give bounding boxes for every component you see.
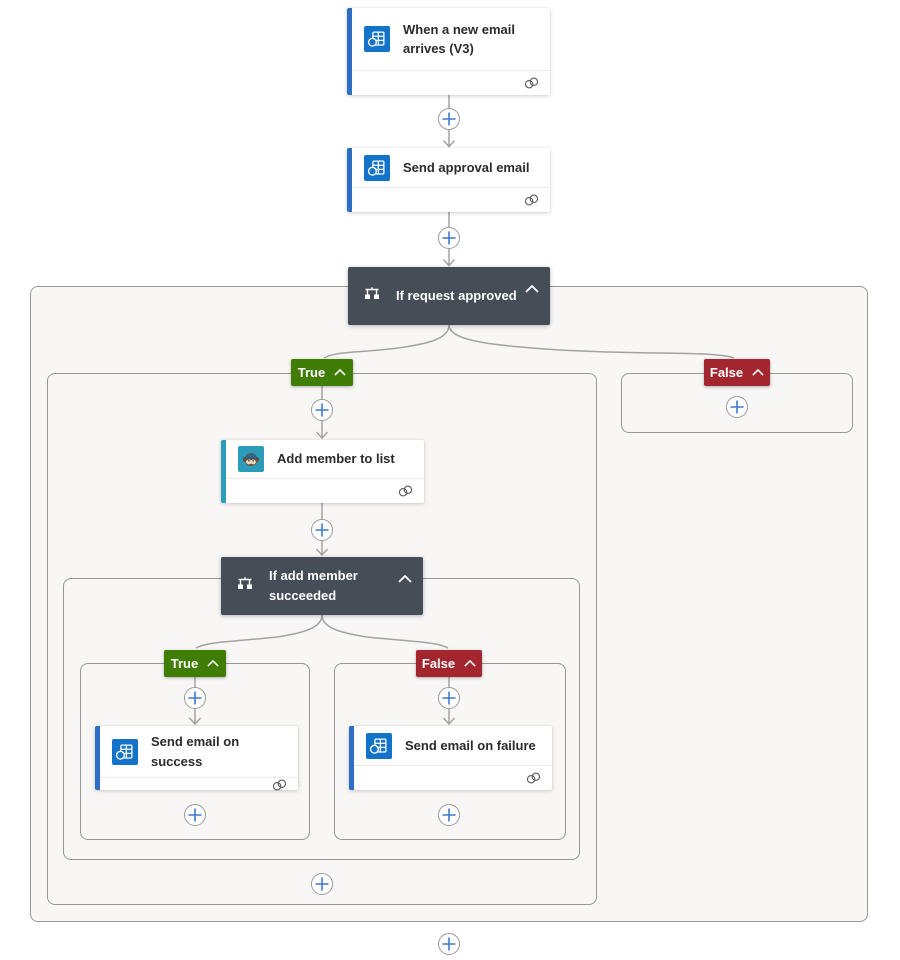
- badge-label: True: [297, 365, 326, 380]
- true-branch-badge-outer[interactable]: True: [291, 359, 353, 386]
- false-branch-badge-inner[interactable]: False: [416, 650, 482, 677]
- add-step-button[interactable]: [311, 399, 333, 421]
- badge-label: False: [421, 656, 456, 671]
- card-footer: [100, 777, 298, 792]
- badge-label: True: [170, 656, 199, 671]
- plus-icon: [311, 399, 333, 421]
- condition-icon: [235, 574, 255, 599]
- condition-card-if-add-member-succeeded[interactable]: If add member succeeded: [221, 557, 423, 615]
- add-step-button[interactable]: [184, 687, 206, 709]
- plus-icon: [726, 396, 748, 418]
- mailchimp-icon: [238, 446, 264, 472]
- add-step-button[interactable]: [438, 108, 460, 130]
- approvals-icon: [364, 154, 390, 181]
- card-title: Send email on success: [151, 734, 240, 769]
- card-title: Add member to list: [277, 451, 395, 467]
- outlook-icon: [112, 738, 138, 765]
- add-action-button-false-branch[interactable]: [726, 396, 748, 418]
- chevron-up-icon[interactable]: [525, 280, 539, 298]
- plus-icon: [438, 687, 460, 709]
- connections-icon: [523, 193, 540, 207]
- connections-icon: [523, 76, 540, 90]
- chevron-up-icon[interactable]: [398, 570, 412, 588]
- condition-title: If request approved: [396, 287, 517, 303]
- chevron-up-icon: [464, 660, 476, 667]
- plus-icon: [438, 804, 460, 826]
- card-header: Send email on failure: [354, 726, 552, 765]
- connections-icon: [525, 771, 542, 785]
- outlook-icon: [366, 732, 392, 759]
- false-branch-badge-outer[interactable]: False: [704, 359, 770, 386]
- card-header: When a new email arrives (V3): [352, 8, 550, 70]
- trigger-card-when-new-email-arrives[interactable]: When a new email arrives (V3): [347, 8, 550, 95]
- add-action-button[interactable]: [438, 804, 460, 826]
- plus-icon: [438, 933, 460, 955]
- plus-icon: [311, 519, 333, 541]
- card-title: Send email on failure: [405, 737, 536, 753]
- add-step-button[interactable]: [311, 519, 333, 541]
- true-branch-badge-inner[interactable]: True: [164, 650, 226, 677]
- condition-card-if-request-approved[interactable]: If request approved: [348, 267, 550, 325]
- action-card-add-member-to-list[interactable]: Add member to list: [221, 440, 424, 503]
- chevron-up-icon: [752, 369, 764, 376]
- add-action-button[interactable]: [438, 933, 460, 955]
- card-footer: [352, 70, 550, 95]
- plus-icon: [438, 108, 460, 130]
- chevron-up-icon: [334, 369, 346, 376]
- add-step-button[interactable]: [438, 687, 460, 709]
- action-card-send-email-on-failure[interactable]: Send email on failure: [349, 726, 552, 790]
- add-action-button[interactable]: [184, 804, 206, 826]
- card-footer: [352, 187, 550, 212]
- plus-icon: [311, 873, 333, 895]
- connections-icon: [271, 778, 288, 792]
- connections-icon: [397, 484, 414, 498]
- card-title: Send approval email: [403, 159, 530, 175]
- add-action-button[interactable]: [311, 873, 333, 895]
- card-footer: [226, 478, 424, 503]
- action-card-send-email-on-success[interactable]: Send email on success: [95, 726, 298, 792]
- card-footer: [354, 765, 552, 790]
- card-header: Send approval email: [352, 148, 550, 187]
- condition-title: If add member succeeded: [269, 567, 358, 603]
- plus-icon: [184, 687, 206, 709]
- card-title: When a new email arrives (V3): [403, 21, 515, 57]
- plus-icon: [438, 227, 460, 249]
- action-card-send-approval-email[interactable]: Send approval email: [347, 148, 550, 212]
- badge-label: False: [709, 365, 744, 380]
- add-step-button[interactable]: [438, 227, 460, 249]
- card-header: Add member to list: [226, 440, 424, 478]
- card-header: Send email on success: [100, 726, 298, 777]
- condition-icon: [362, 284, 382, 309]
- outlook-icon: [364, 26, 390, 52]
- chevron-up-icon: [207, 660, 219, 667]
- plus-icon: [184, 804, 206, 826]
